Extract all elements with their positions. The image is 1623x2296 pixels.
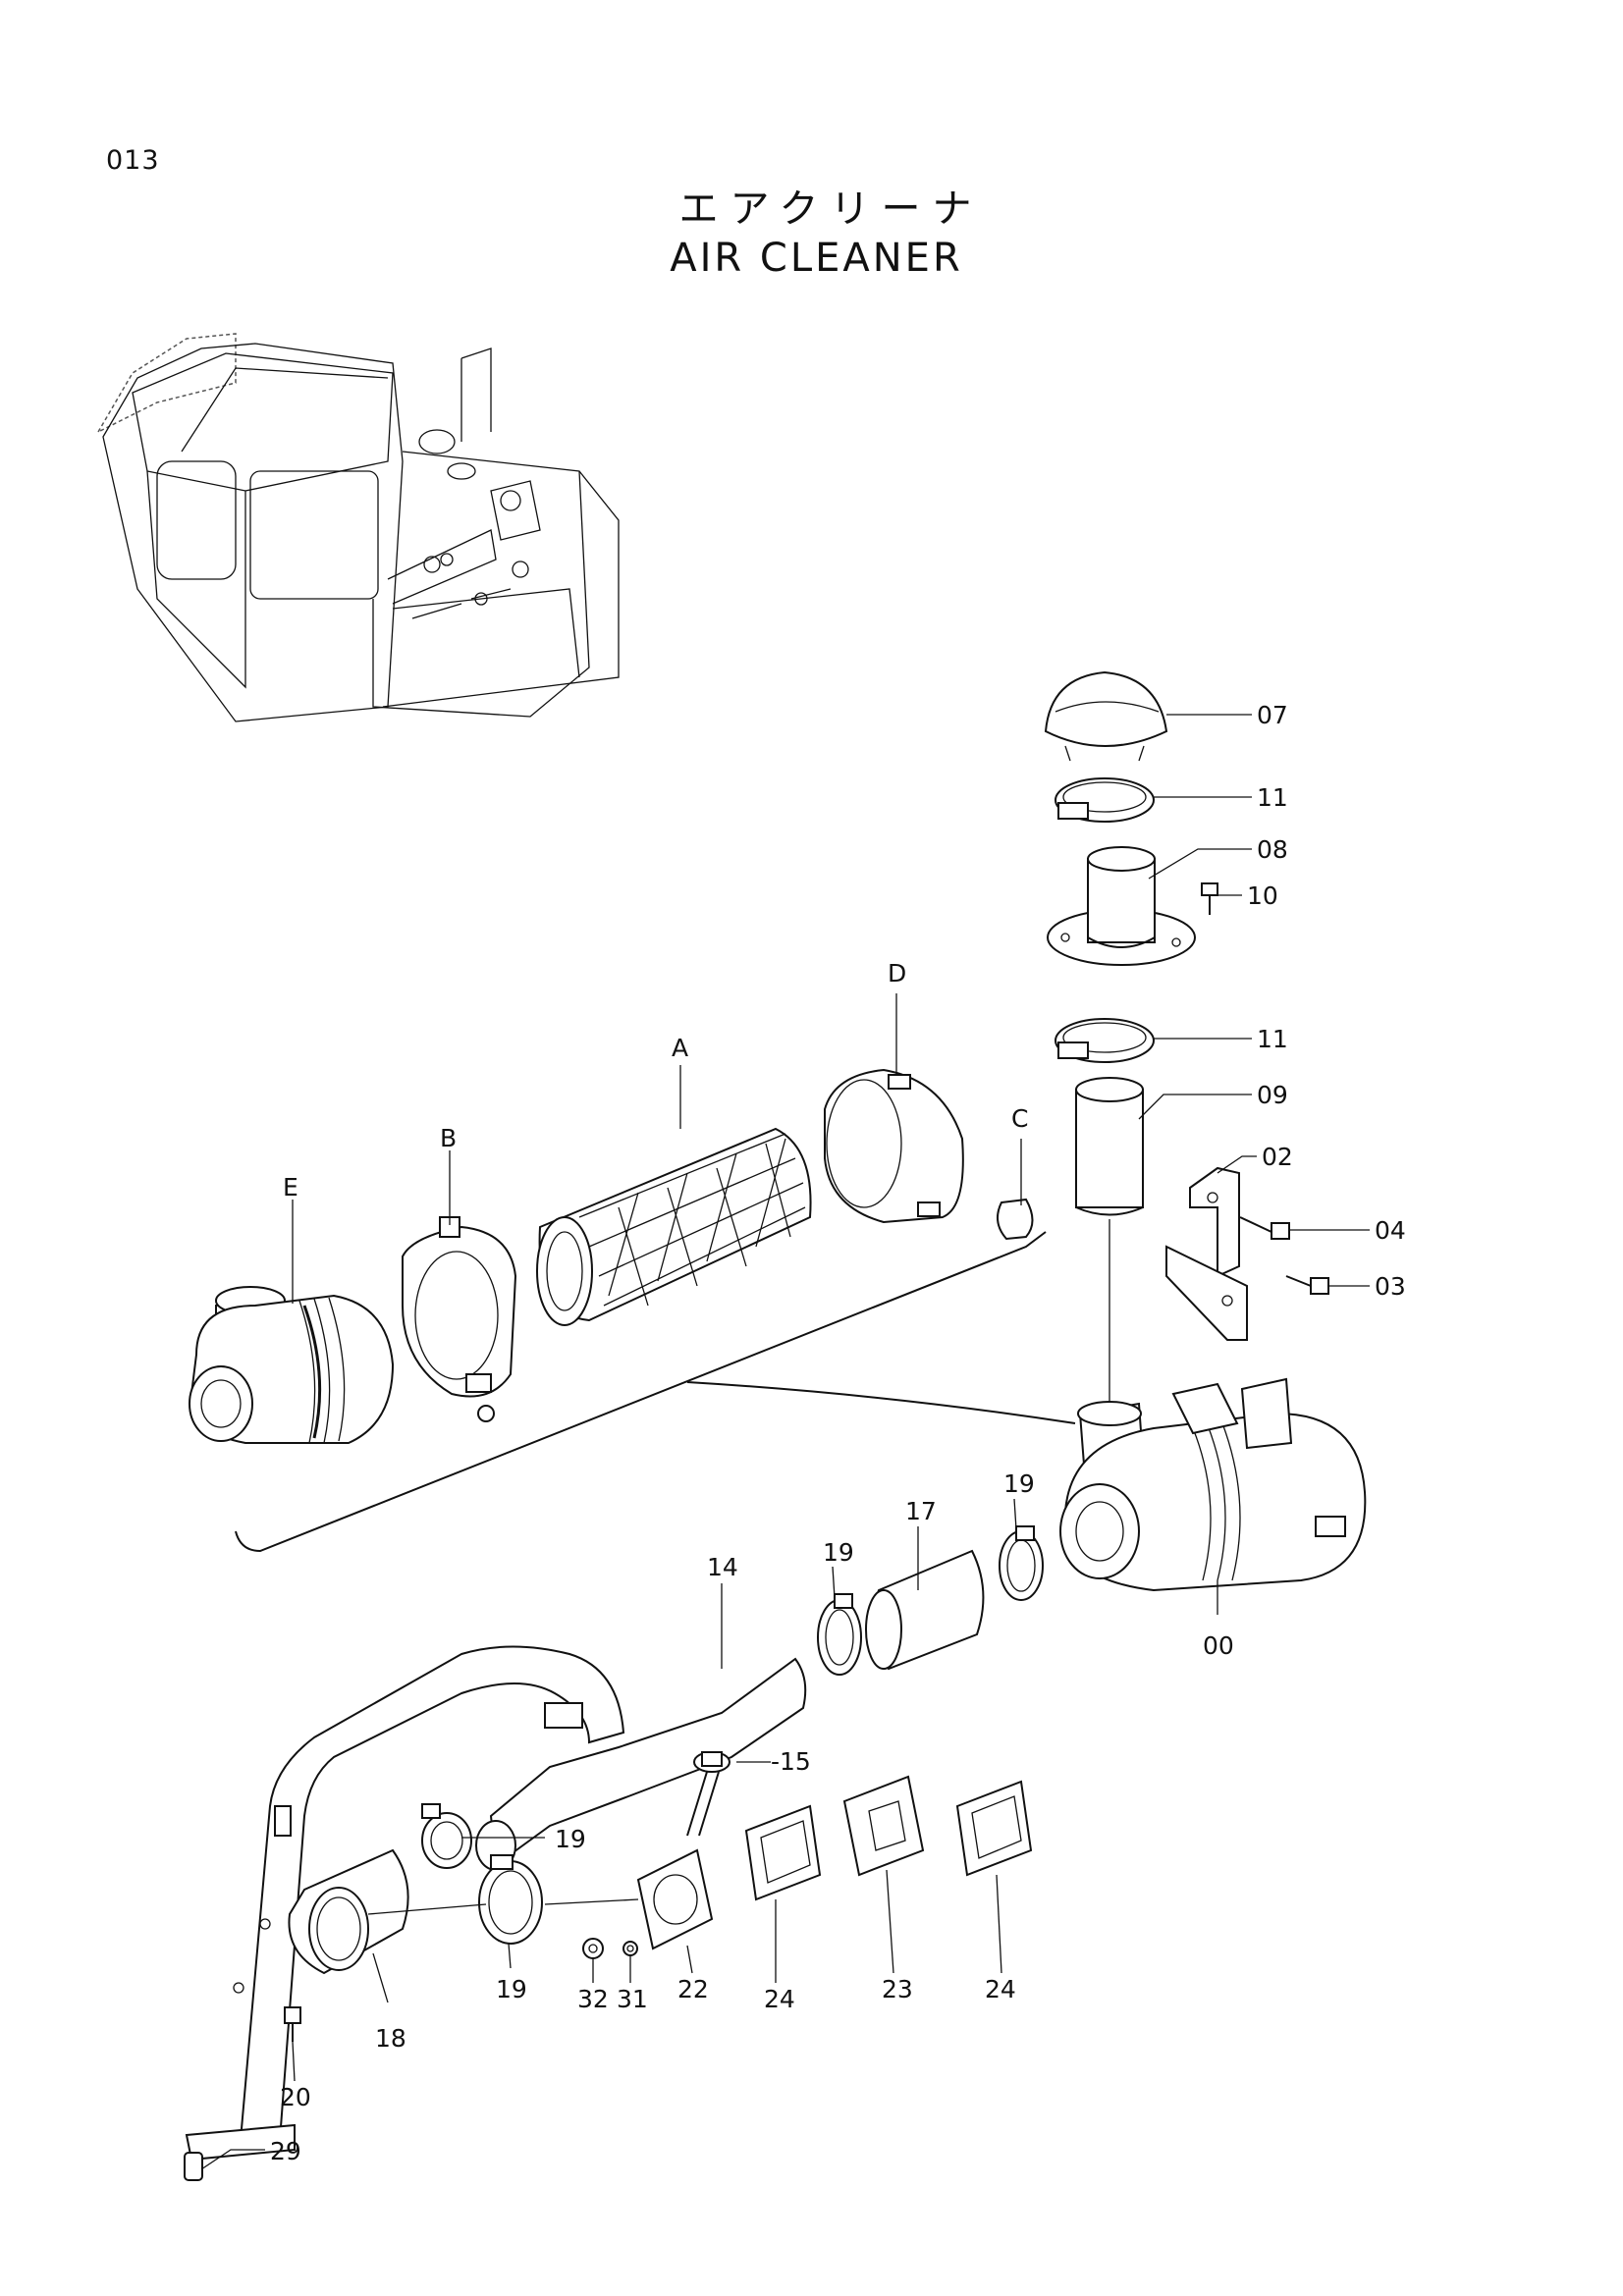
callout-11-upper: 11: [1257, 783, 1288, 812]
callout-00: 00: [1203, 1631, 1234, 1660]
part-22-flange: [636, 1848, 714, 1950]
callout-18: 18: [375, 2024, 406, 2053]
part-08-pipe-flange: [1047, 846, 1196, 966]
part-19-clamp-right: [999, 1525, 1044, 1601]
part-11-clamp-upper: [1055, 777, 1155, 823]
part-19-clamp-left: [817, 1593, 862, 1676]
callout-A: A: [672, 1034, 688, 1062]
callout-02: 02: [1262, 1143, 1293, 1171]
title-japanese: エアクリーナ: [678, 187, 984, 232]
callout-08: 08: [1257, 835, 1288, 864]
callout-D: D: [888, 959, 906, 988]
callout-23: 23: [882, 1975, 913, 2003]
part-19-clamp-lower: [478, 1854, 543, 1945]
assembly-leader-line: [686, 1381, 1076, 1424]
callout-19-middle: 19: [555, 1825, 586, 1853]
callout-14: 14: [707, 1553, 738, 1581]
callout-10: 10: [1247, 881, 1278, 910]
callout-32: 32: [577, 1985, 609, 2013]
callout-19-lower: 19: [496, 1975, 527, 2003]
callout-04: 04: [1375, 1216, 1406, 1245]
leader-lines: [200, 714, 1370, 2170]
callout-E: E: [283, 1173, 298, 1201]
exploded-group-frame: [235, 1231, 1047, 1553]
title-english: AIR CLEANER: [670, 236, 963, 281]
part-14-intake-pipe: [185, 1645, 807, 2162]
callout-09: 09: [1257, 1081, 1288, 1109]
part-17-hose: [865, 1549, 985, 1671]
part-10-bolt: [1201, 882, 1218, 915]
part-B-clamp-band: [402, 1216, 517, 1422]
part-03-bolt: [1285, 1275, 1329, 1295]
callout-07: 07: [1257, 701, 1288, 729]
callout-C: C: [1011, 1104, 1028, 1133]
callout-labels: 07 11 08 10 11 09 02 04 03 A B C D E 00 …: [270, 701, 1406, 2165]
callout-29: 29: [270, 2137, 301, 2165]
part-23-plate: [842, 1775, 925, 1877]
callout-15: -15: [771, 1747, 811, 1776]
callout-24-right: 24: [985, 1975, 1016, 2003]
callout-B: B: [440, 1124, 457, 1152]
part-32-nut: [582, 1938, 604, 1959]
machine-overview-illustration: [96, 333, 620, 722]
callout-24-left: 24: [764, 1985, 795, 2013]
part-24-gasket-left: [744, 1804, 822, 1901]
callout-20: 20: [280, 2083, 311, 2111]
callout-19-right: 19: [1003, 1469, 1035, 1498]
part-C-valve: [997, 1198, 1034, 1241]
part-E-housing: [189, 1286, 395, 1444]
part-20-bolt: [284, 2006, 301, 2042]
callout-31: 31: [617, 1985, 648, 2013]
part-07-rain-cap: [1044, 670, 1168, 762]
part-18-hose: [288, 1848, 409, 1975]
part-04-bolt: [1239, 1216, 1290, 1240]
part-11-clamp-lower: [1055, 1018, 1155, 1063]
callout-22: 22: [677, 1975, 709, 2003]
part-A-filter-element: [536, 1127, 812, 1326]
callout-11-lower: 11: [1257, 1025, 1288, 1053]
callout-03: 03: [1375, 1272, 1406, 1301]
part-02-bracket: [1165, 1166, 1248, 1341]
page-number: 013: [106, 145, 160, 176]
part-31-washer: [622, 1941, 638, 1956]
part-00-air-cleaner-assembly: [1059, 1377, 1367, 1592]
part-24-gasket-right: [955, 1780, 1033, 1877]
part-15-indicator-sensor: [686, 1751, 730, 1837]
part-09-hose: [1075, 1077, 1144, 1414]
callout-17: 17: [905, 1497, 937, 1525]
part-D-cover: [824, 1068, 964, 1224]
callout-19-left: 19: [823, 1538, 854, 1567]
part-29-plug: [184, 2152, 203, 2181]
part-19-clamp-middle: [421, 1803, 472, 1869]
